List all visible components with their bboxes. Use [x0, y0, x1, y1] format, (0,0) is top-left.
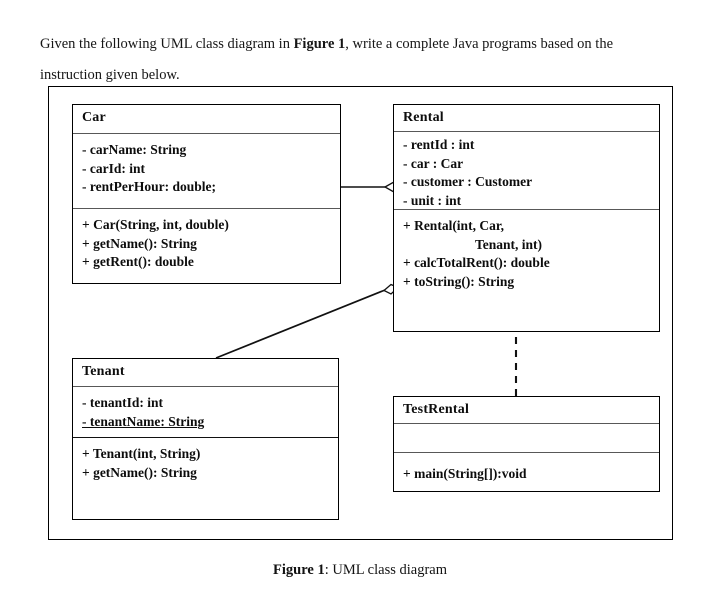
- operations-compartment-rental: + Rental(int, Car, Tenant, int) + calcTo…: [394, 209, 659, 331]
- operation-item: + Tenant(int, String): [82, 446, 201, 461]
- operation-item-continuation: Tenant, int): [475, 236, 543, 252]
- class-name-rental: Rental: [394, 105, 659, 132]
- attribute-item: - carId: int: [82, 160, 145, 176]
- operation-item: + toString(): String: [403, 273, 515, 289]
- attribute-item: - car : Car: [403, 155, 464, 171]
- aggregation-tenant-rental-line: [215, 289, 386, 359]
- intro-paragraph: Given the following UML class diagram in…: [40, 29, 654, 91]
- attribute-item: - rentId : int: [403, 137, 475, 152]
- operations-compartment-tenant: + Tenant(int, String) + getName(): Strin…: [73, 437, 338, 519]
- aggregation-tenant-rental: [215, 283, 400, 359]
- intro-figure-reference: Figure 1: [293, 35, 346, 52]
- uml-class-rental[interactable]: Rental - rentId : int - car : Car - cust…: [393, 104, 660, 332]
- attribute-item: - rentPerHour: double;: [82, 179, 216, 194]
- operation-item: + Rental(int, Car,: [403, 218, 504, 233]
- figure-frame: Car - carName: String - carId: int - ren…: [48, 86, 673, 540]
- figure-caption-text: : UML class diagram: [324, 562, 447, 578]
- operations-compartment-car: + Car(String, int, double) + getName(): …: [73, 208, 340, 283]
- class-name-car: Car: [73, 105, 340, 134]
- uml-class-car[interactable]: Car - carName: String - carId: int - ren…: [72, 104, 341, 284]
- class-name-tenant: Tenant: [73, 359, 338, 387]
- figure-caption: Figure 1: UML class diagram: [0, 562, 720, 579]
- operation-item: + main(String[]):void: [403, 466, 527, 481]
- operation-item: + calcTotalRent(): double: [403, 255, 550, 270]
- operation-item: + getName(): String: [82, 464, 197, 480]
- attribute-item: - unit : int: [403, 192, 462, 208]
- operations-compartment-testrental: + main(String[]):void: [394, 452, 659, 491]
- operation-item: + Car(String, int, double): [82, 217, 229, 232]
- attributes-compartment-rental: - rentId : int - car : Car - customer : …: [394, 132, 659, 209]
- attribute-item: - customer : Customer: [403, 174, 533, 189]
- attribute-item: - tenantName: String: [82, 413, 205, 429]
- class-name-testrental: TestRental: [394, 397, 659, 424]
- attribute-item: - carName: String: [82, 142, 187, 157]
- intro-text-part1: Given the following UML class diagram in: [40, 35, 294, 52]
- aggregation-car-rental: [341, 181, 403, 193]
- attributes-compartment-tenant: - tenantId: int - tenantName: String: [73, 387, 338, 437]
- attributes-compartment-car: - carName: String - carId: int - rentPer…: [73, 134, 340, 208]
- uml-class-testrental[interactable]: TestRental + main(String[]):void: [393, 396, 660, 492]
- operation-item: + getRent(): double: [82, 254, 194, 269]
- figure-caption-label: Figure 1: [273, 562, 325, 578]
- uml-class-tenant[interactable]: Tenant - tenantId: int - tenantName: Str…: [72, 358, 339, 520]
- attribute-item: - tenantId: int: [82, 395, 164, 410]
- attributes-compartment-testrental: [394, 424, 659, 452]
- operation-item: + getName(): String: [82, 235, 197, 251]
- intro-text-part2: , write a complete Java programs based o…: [40, 35, 614, 83]
